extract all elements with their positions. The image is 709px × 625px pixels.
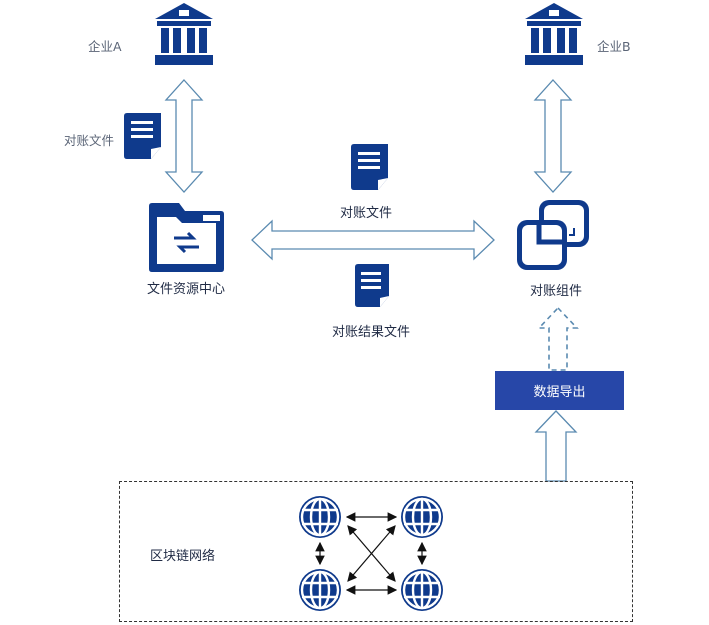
double-arrow-horizontal — [251, 219, 495, 261]
enterprise-a-label: 企业A — [88, 39, 122, 54]
recon-component-label: 对账组件 — [530, 284, 583, 299]
document-icon — [355, 264, 389, 307]
document-icon — [351, 144, 388, 190]
edge-label-recon-result-file: 对账结果文件 — [332, 325, 411, 340]
folder-transfer-icon — [149, 203, 224, 272]
copy-icon — [517, 200, 589, 270]
globe-icon — [299, 569, 341, 611]
bank-icon — [525, 3, 583, 65]
blockchain-network-label: 区块链网络 — [150, 549, 216, 564]
globe-icon — [401, 569, 443, 611]
double-arrow-vertical — [164, 79, 204, 193]
blockchain-network-box — [119, 481, 633, 622]
enterprise-b-label: 企业B — [597, 39, 631, 54]
double-arrow-vertical — [533, 79, 573, 193]
globe-icon — [299, 496, 341, 538]
bank-icon — [155, 3, 213, 65]
edge-label-recon-file-left: 对账文件 — [64, 133, 115, 148]
up-arrow — [534, 410, 578, 482]
globe-icon — [401, 496, 443, 538]
edge-label-recon-file-mid: 对账文件 — [340, 206, 393, 221]
document-icon — [124, 113, 161, 159]
network-links — [315, 512, 427, 595]
dashed-up-arrow — [537, 306, 579, 371]
file-center-label: 文件资源中心 — [147, 282, 226, 297]
data-export-button[interactable]: 数据导出 — [495, 371, 624, 410]
